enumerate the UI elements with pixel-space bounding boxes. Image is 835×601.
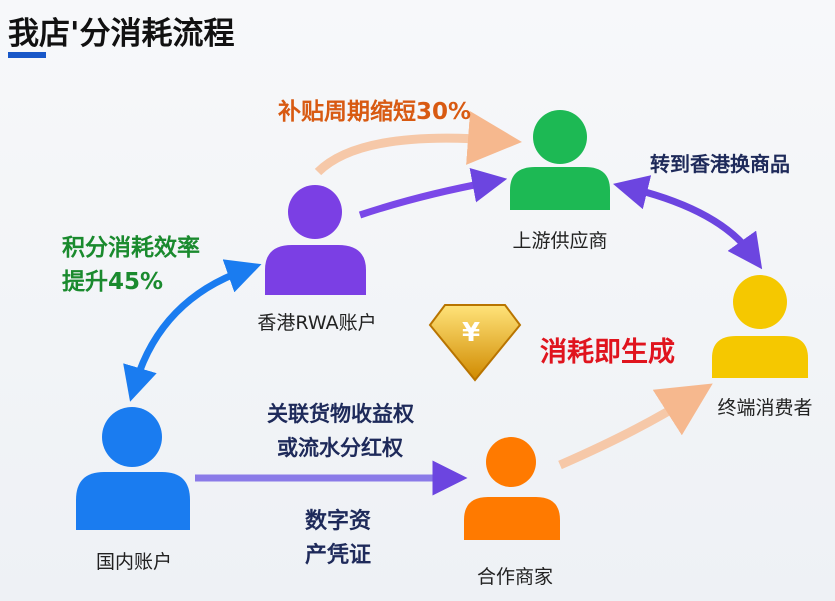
node-label-merchant: 合作商家 xyxy=(476,566,554,588)
node-label-supplier: 上游供应商 xyxy=(512,230,608,252)
person-icon-hk xyxy=(265,185,366,295)
page-title: 我店'分消耗流程 xyxy=(8,16,235,52)
annotation-asset-2: 产凭证 xyxy=(305,543,372,568)
annotation-generate: 消耗即生成 xyxy=(540,337,675,368)
person-icon-consumer xyxy=(712,275,808,378)
annotation-asset-1: 数字资 xyxy=(305,509,372,534)
arrow-subsidy xyxy=(314,111,522,176)
annotation-efficiency-1: 积分消耗效率 xyxy=(62,235,200,261)
arrow-merchant-consumer xyxy=(558,383,713,470)
diamond-icon xyxy=(428,304,522,382)
node-label-consumer: 终端消费者 xyxy=(717,397,813,419)
annotation-rights-2: 或流水分红权 xyxy=(277,436,403,460)
arrow-domestic-hk xyxy=(123,259,262,402)
arrow-hk-to-supplier xyxy=(358,167,508,219)
title-underline xyxy=(8,52,46,58)
person-icon-merchant xyxy=(464,437,560,540)
node-label-domestic: 国内账户 xyxy=(95,551,173,573)
node-label-hk: 香港RWA账户 xyxy=(257,312,377,334)
person-icon-domestic xyxy=(76,407,190,530)
annotation-efficiency-2: 提升45% xyxy=(62,269,164,295)
person-icon-supplier xyxy=(510,110,610,210)
diamond-symbol: ¥ xyxy=(462,318,481,348)
arrow-supplier-consumer xyxy=(613,175,763,270)
annotation-rights-1: 关联货物收益权 xyxy=(267,402,414,426)
annotation-exchange: 转到香港换商品 xyxy=(650,152,790,176)
annotation-subsidy: 补贴周期缩短30% xyxy=(278,99,472,125)
